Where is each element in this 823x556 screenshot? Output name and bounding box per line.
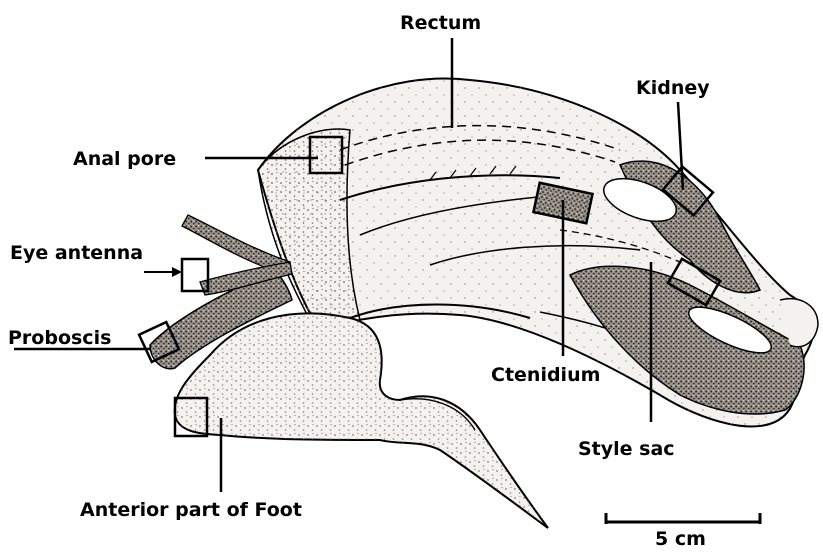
label-style-sac: Style sac <box>578 440 675 459</box>
label-anal-pore: Anal pore <box>73 150 176 169</box>
label-proboscis: Proboscis <box>8 329 111 348</box>
scale-bar <box>606 513 760 524</box>
label-rectum: Rectum <box>400 14 481 33</box>
scale-bar-label: 5 cm <box>655 530 706 549</box>
label-ctenidium: Ctenidium <box>491 366 600 385</box>
label-kidney: Kidney <box>636 79 710 98</box>
label-anterior-foot: Anterior part of Foot <box>80 501 302 520</box>
label-eye-antenna: Eye antenna <box>10 244 143 263</box>
